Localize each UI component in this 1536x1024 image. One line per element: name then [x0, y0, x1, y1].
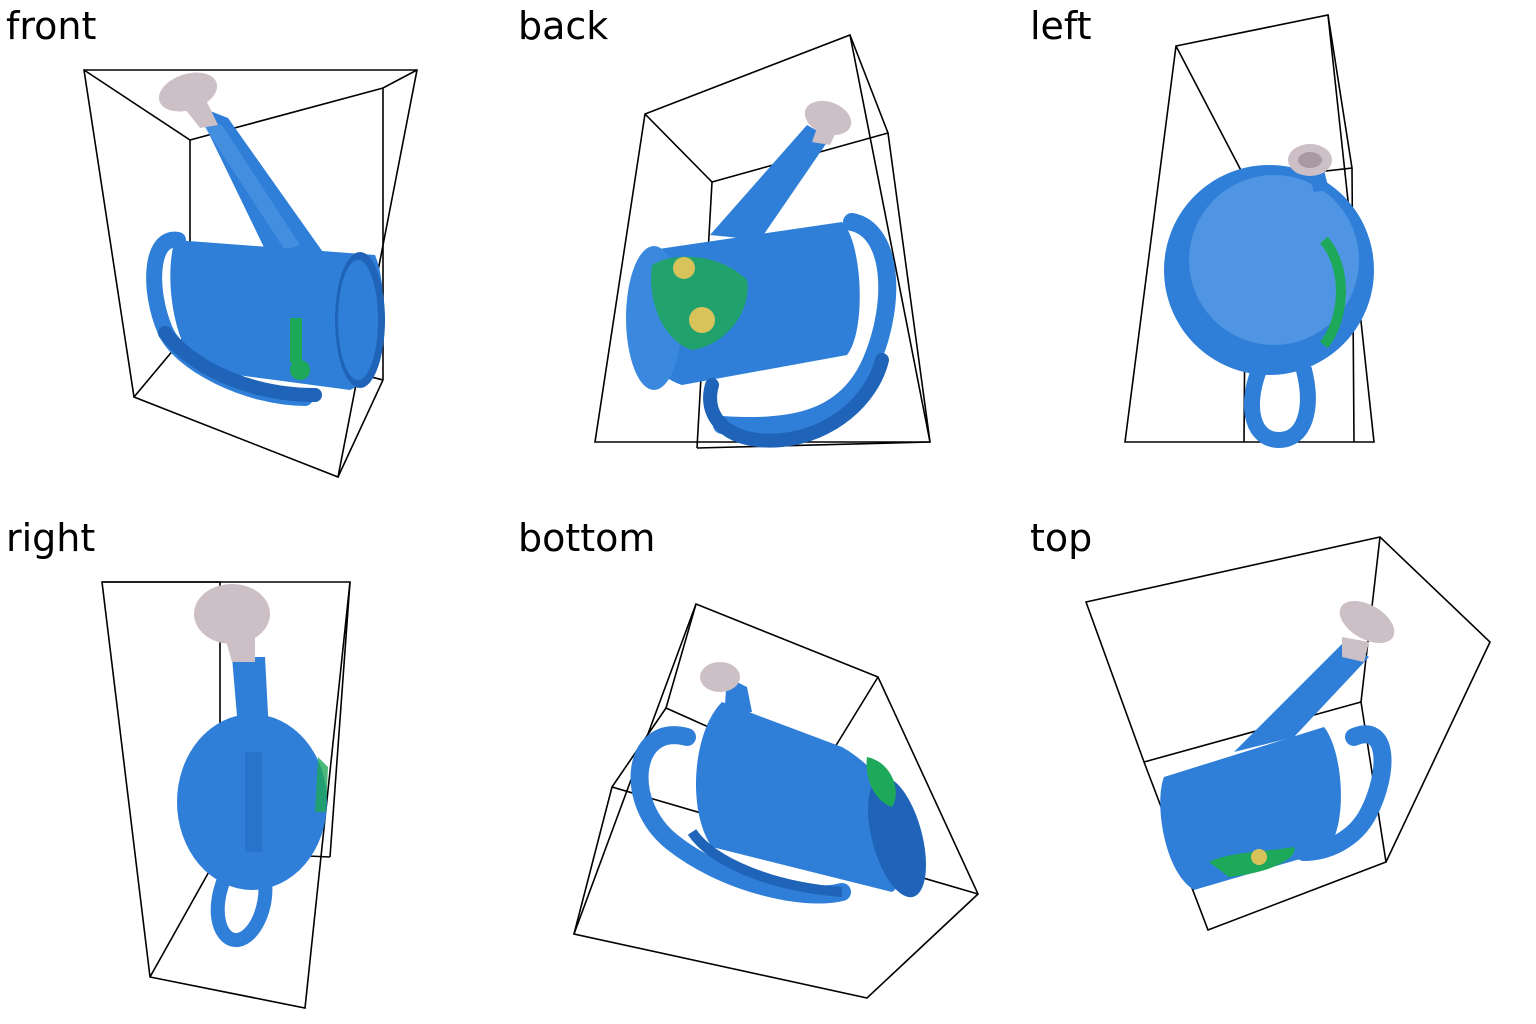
view-panel-bottom: bottom	[512, 512, 1024, 1024]
bottom-render	[572, 602, 979, 999]
right-render	[101, 581, 351, 1009]
view-label: front	[6, 4, 97, 48]
view-panel-top: top	[1024, 512, 1536, 1024]
view-panel-left: left	[1024, 0, 1536, 512]
watering-can	[1164, 144, 1374, 449]
watering-can	[177, 584, 328, 947]
watering-can	[1160, 600, 1395, 890]
view-label: left	[1030, 4, 1092, 48]
left-render	[1124, 14, 1375, 449]
top-render	[1084, 536, 1491, 932]
view-label: top	[1030, 516, 1093, 560]
watering-can	[630, 662, 926, 904]
view-panel-front: front	[0, 0, 512, 512]
view-panel-back: back	[512, 0, 1024, 512]
view-label: right	[6, 516, 96, 560]
back-render	[594, 33, 931, 449]
front-render	[83, 69, 418, 479]
view-label: bottom	[518, 516, 656, 560]
view-label: back	[518, 4, 609, 48]
watering-can	[146, 72, 385, 406]
watering-can	[626, 100, 897, 448]
view-panel-right: right	[0, 512, 512, 1024]
